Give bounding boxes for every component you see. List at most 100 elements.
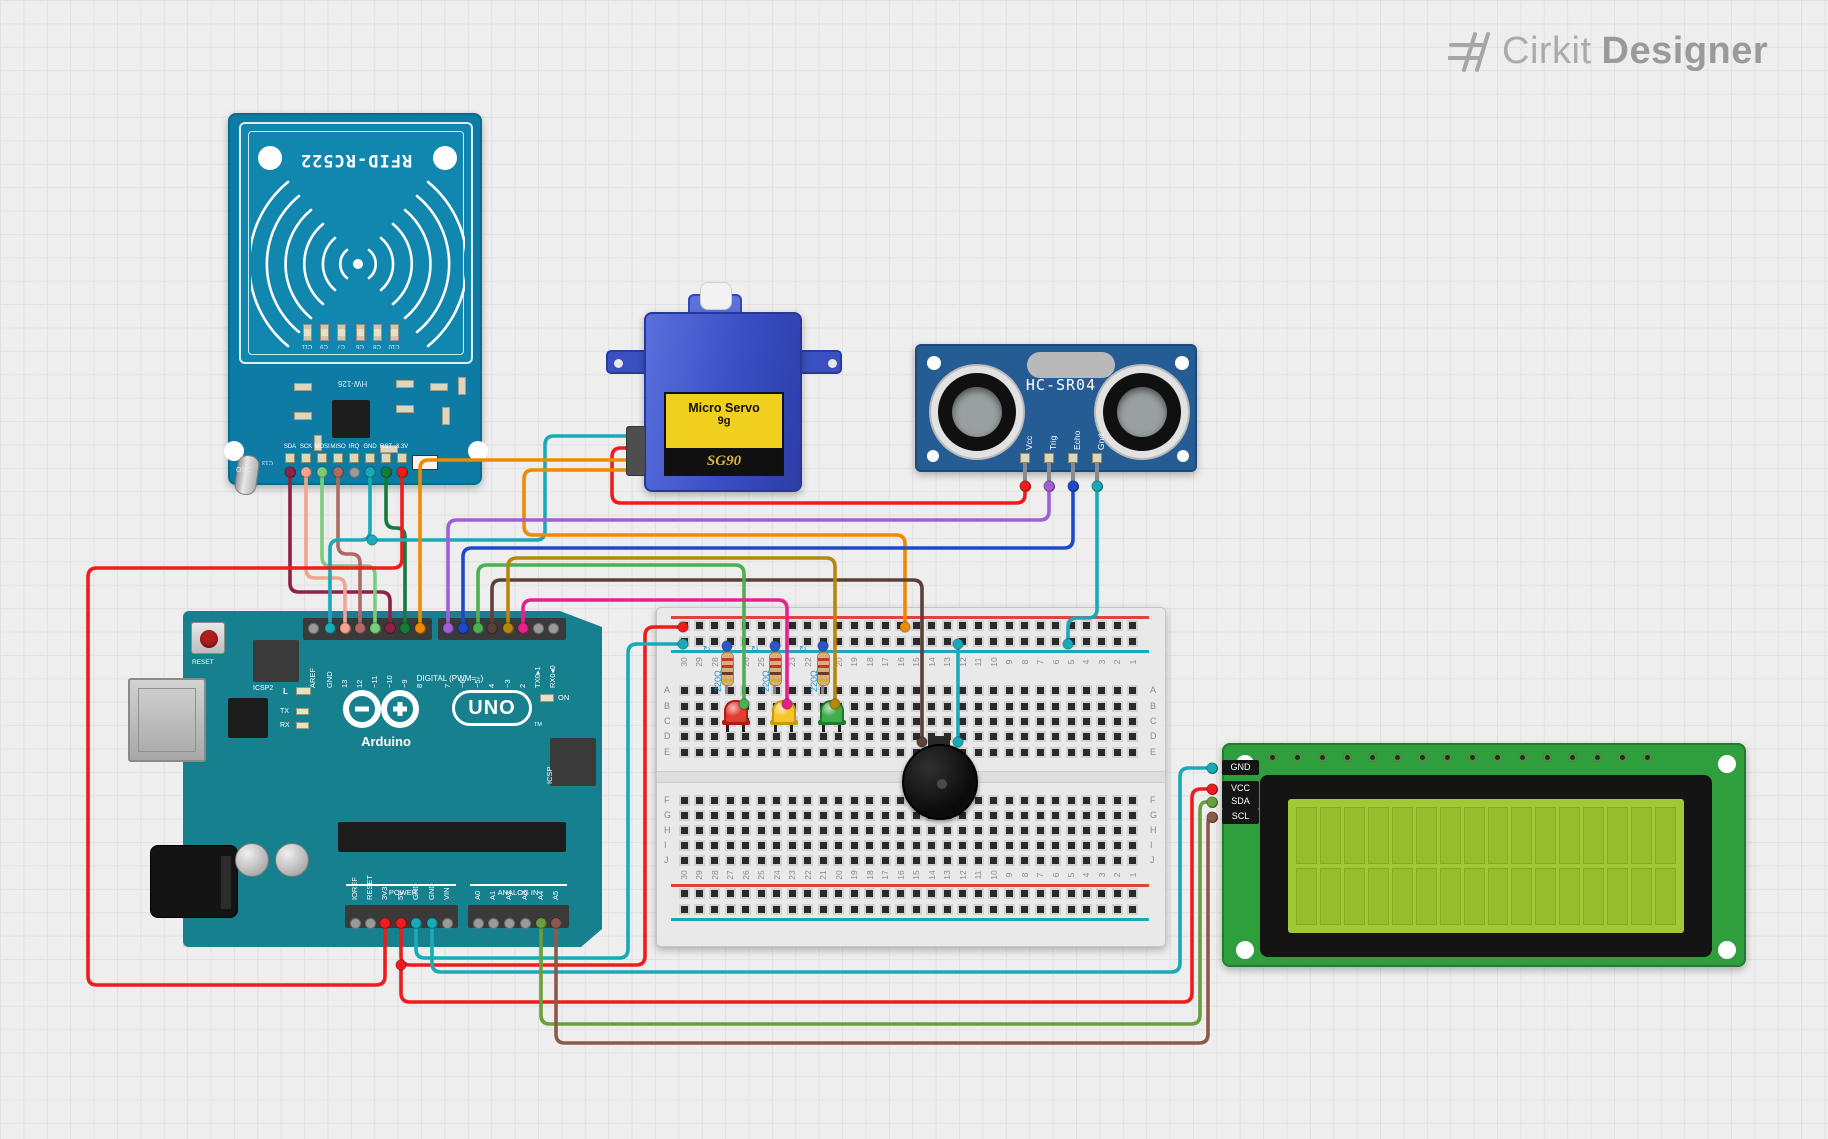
rail-hole[interactable] [1129, 621, 1137, 629]
tie-hole[interactable] [1005, 686, 1013, 694]
wire-hcgnd-rail[interactable] [1066, 484, 1099, 646]
tie-hole[interactable] [1129, 811, 1137, 819]
rail-hole[interactable] [943, 621, 951, 629]
rail-hole[interactable] [959, 621, 967, 629]
component-pin-dot[interactable] [817, 640, 829, 652]
tie-hole[interactable] [788, 732, 796, 740]
tie-hole[interactable] [928, 841, 936, 849]
tie-hole[interactable] [1082, 732, 1090, 740]
tie-hole[interactable] [897, 856, 905, 864]
wire-rfid-rst-d9-end[interactable] [399, 622, 411, 634]
tie-hole[interactable] [1067, 841, 1075, 849]
tie-hole[interactable] [1129, 856, 1137, 864]
tie-hole[interactable] [897, 717, 905, 725]
tie-hole[interactable] [866, 717, 874, 725]
tie-hole[interactable] [757, 748, 765, 756]
wire-d5-led-end[interactable] [738, 698, 750, 710]
wire-rfid-gnd-start[interactable] [364, 466, 376, 478]
rail-hole[interactable] [1005, 905, 1013, 913]
tie-hole[interactable] [711, 702, 719, 710]
tie-hole[interactable] [711, 826, 719, 834]
tie-hole[interactable] [1036, 702, 1044, 710]
rail-hole[interactable] [788, 889, 796, 897]
wire-a5-lcd-scl-start[interactable] [550, 917, 562, 929]
wire-d5-led[interactable] [476, 563, 746, 706]
tie-hole[interactable] [912, 841, 920, 849]
tie-hole[interactable] [819, 811, 827, 819]
tie-hole[interactable] [757, 826, 765, 834]
rail-hole[interactable] [1098, 905, 1106, 913]
tie-hole[interactable] [866, 732, 874, 740]
tie-hole[interactable] [866, 811, 874, 819]
tie-hole[interactable] [695, 702, 703, 710]
rail-hole[interactable] [742, 637, 750, 645]
tie-hole[interactable] [773, 841, 781, 849]
tie-hole[interactable] [943, 856, 951, 864]
tie-hole[interactable] [835, 686, 843, 694]
rail-hole[interactable] [943, 905, 951, 913]
tie-hole[interactable] [680, 732, 688, 740]
tie-hole[interactable] [680, 686, 688, 694]
tie-hole[interactable] [1005, 748, 1013, 756]
rail-hole[interactable] [1098, 637, 1106, 645]
rail-hole[interactable] [773, 621, 781, 629]
tie-hole[interactable] [1082, 841, 1090, 849]
tie-hole[interactable] [943, 686, 951, 694]
tie-hole[interactable] [1098, 796, 1106, 804]
tie-hole[interactable] [695, 686, 703, 694]
tie-hole[interactable] [881, 748, 889, 756]
tie-hole[interactable] [742, 748, 750, 756]
rail-hole[interactable] [866, 637, 874, 645]
tie-hole[interactable] [680, 748, 688, 756]
tie-hole[interactable] [726, 732, 734, 740]
tie-hole[interactable] [912, 717, 920, 725]
rail-hole[interactable] [726, 905, 734, 913]
tie-hole[interactable] [695, 856, 703, 864]
wire-5v-rail-start[interactable] [395, 917, 407, 929]
rail-hole[interactable] [1082, 621, 1090, 629]
tie-hole[interactable] [1098, 826, 1106, 834]
rail-hole[interactable] [866, 889, 874, 897]
rail-hole[interactable] [788, 621, 796, 629]
tie-hole[interactable] [881, 841, 889, 849]
tie-hole[interactable] [850, 686, 858, 694]
tie-hole[interactable] [850, 826, 858, 834]
digital-header-left[interactable] [303, 618, 432, 640]
tie-hole[interactable] [1021, 856, 1029, 864]
tie-hole[interactable] [804, 686, 812, 694]
rail-hole[interactable] [711, 637, 719, 645]
rail-hole[interactable] [804, 637, 812, 645]
wire-rail-buzzer-end[interactable] [952, 736, 964, 748]
rail-hole[interactable] [742, 621, 750, 629]
rail-hole[interactable] [881, 637, 889, 645]
rail-hole[interactable] [1129, 905, 1137, 913]
rail-hole[interactable] [974, 621, 982, 629]
resistor-220[interactable] [721, 652, 734, 686]
tie-hole[interactable] [881, 826, 889, 834]
tie-hole[interactable] [757, 811, 765, 819]
rail-hole[interactable] [1021, 637, 1029, 645]
component-pin-dot[interactable] [721, 640, 733, 652]
tie-hole[interactable] [1129, 748, 1137, 756]
tie-hole[interactable] [1036, 856, 1044, 864]
tie-hole[interactable] [804, 856, 812, 864]
tie-hole[interactable] [1021, 811, 1029, 819]
tie-hole[interactable] [990, 748, 998, 756]
tie-hole[interactable] [819, 796, 827, 804]
tie-hole[interactable] [1067, 686, 1075, 694]
rail-hole[interactable] [1082, 637, 1090, 645]
rail-hole[interactable] [974, 905, 982, 913]
tie-hole[interactable] [850, 748, 858, 756]
tie-hole[interactable] [680, 717, 688, 725]
rail-hole[interactable] [1082, 905, 1090, 913]
rail-hole[interactable] [835, 889, 843, 897]
rail-hole[interactable] [1021, 889, 1029, 897]
tie-hole[interactable] [835, 748, 843, 756]
rail-hole[interactable] [680, 905, 688, 913]
tie-hole[interactable] [1129, 702, 1137, 710]
rail-hole[interactable] [1129, 637, 1137, 645]
tie-hole[interactable] [1067, 856, 1075, 864]
tie-hole[interactable] [742, 796, 750, 804]
wire-rfid-mosi-d11[interactable] [320, 470, 377, 630]
rail-hole[interactable] [928, 889, 936, 897]
